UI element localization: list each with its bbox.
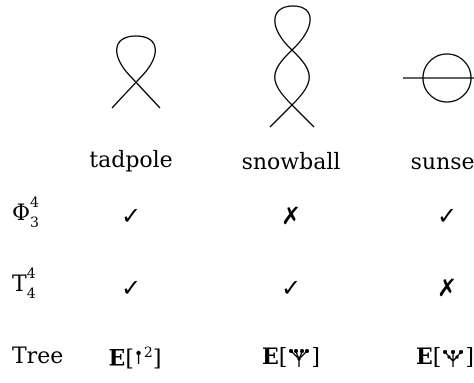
t44-tadpole-mark: ✓: [120, 274, 142, 302]
open-bracket: [: [278, 345, 288, 370]
diagrams: [111, 5, 474, 128]
expectation-symbol: E: [262, 344, 279, 370]
column-label-tadpole: tadpole: [89, 148, 173, 173]
column-label-sunset: sunset: [410, 150, 474, 175]
expectation-symbol: E: [108, 345, 126, 372]
tree-entry-snowball: E[]: [262, 346, 320, 369]
t44-sunset-mark: ✗: [436, 274, 458, 302]
open-bracket: [: [125, 346, 134, 372]
phi43-tadpole-mark: ✓: [120, 202, 142, 230]
t44-snowball-mark: ✓: [280, 274, 302, 302]
snowball-diagram: [269, 5, 315, 128]
row-symbol-sup: 4: [30, 195, 39, 211]
sunset-diagram: [403, 53, 474, 103]
column-label-snowball: snowball: [241, 150, 341, 175]
row-symbol-sub: 3: [30, 215, 39, 231]
phi43-snowball-mark: ✗: [280, 202, 302, 230]
tree-entry-sunset: E[]: [416, 346, 474, 369]
single-edge-tree-icon: [136, 351, 142, 365]
tadpole-diagram: [111, 35, 161, 109]
close-bracket: ]: [465, 345, 474, 370]
row-symbol-sup: 4: [26, 266, 36, 282]
row-symbol: Φ: [12, 201, 31, 226]
phi43-sunset-mark: ✓: [436, 202, 458, 230]
close-bracket: ]: [152, 346, 162, 372]
expectation-symbol: E: [416, 344, 433, 370]
branching-tree-icon: [443, 350, 464, 367]
row-symbol-sub: 4: [26, 286, 36, 302]
branching-tree-icon: [289, 349, 310, 367]
tree-exponent: 2: [143, 345, 153, 361]
row-label-tree: Tree: [12, 344, 64, 369]
row-symbol: T: [12, 272, 27, 297]
open-bracket: [: [432, 345, 442, 370]
tree-entry-tadpole: E[2]: [109, 346, 162, 370]
close-bracket: ]: [311, 345, 320, 370]
